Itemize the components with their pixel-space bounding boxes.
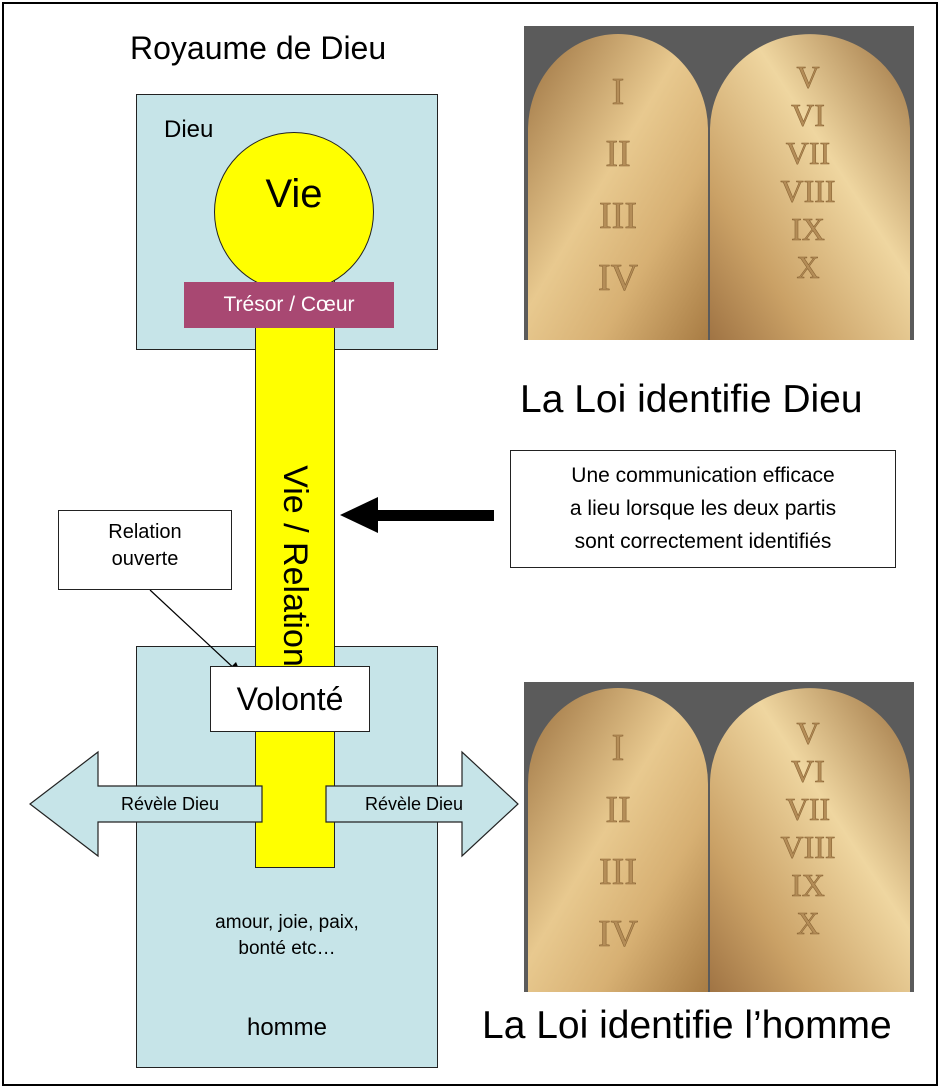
kingdom-title: Royaume de Dieu (130, 30, 387, 66)
tablet-numeral: IX (791, 211, 825, 247)
tablet-numeral: I (612, 727, 625, 769)
fruits-text: amour, joie, paix, bonté etc… (166, 910, 408, 962)
tablet-top-right (710, 34, 910, 340)
fruits-line: bonté etc… (238, 938, 336, 959)
communication-arrow-head (340, 497, 378, 533)
tablet-bottom-left (528, 688, 708, 992)
tablet-numeral: II (605, 789, 630, 831)
tablet-numeral: V (796, 59, 819, 95)
communication-note: Une communication efficace a lieu lorsqu… (510, 450, 896, 568)
fruits-line: amour, joie, paix, (215, 912, 359, 933)
tablets-top (524, 26, 914, 340)
tablet-numeral: VII (786, 135, 830, 171)
tablet-numeral: IV (598, 913, 639, 955)
tablet-numeral: II (605, 133, 630, 175)
caption-law-identifies-man: La Loi identifie l’homme (482, 1004, 892, 1047)
tablet-numeral: X (796, 905, 819, 941)
reveal-left-arrow (29, 750, 263, 858)
tablet-numeral: I (612, 71, 625, 113)
tablet-numeral: III (599, 851, 637, 893)
treasure-heart-bar: Trésor / Cœur (184, 282, 394, 328)
tablet-numeral: III (599, 195, 637, 237)
tablet-numeral: VI (791, 97, 825, 133)
communication-note-line: Une communication efficace (571, 464, 835, 487)
tablet-bottom-right (710, 688, 910, 992)
tablet-numeral: IV (598, 257, 639, 299)
tablet-numeral: VIII (780, 173, 835, 209)
tablet-top-left (528, 34, 708, 340)
reveal-right-arrow (325, 750, 519, 858)
tablet-numeral: VI (791, 753, 825, 789)
life-circle (214, 132, 374, 292)
god-label: Dieu (164, 116, 214, 143)
relation-note: Relation ouverte (58, 510, 232, 590)
communication-note-line: sont correctement identifiés (574, 530, 832, 553)
communication-arrow-shaft (372, 510, 494, 521)
tablet-numeral: X (796, 249, 819, 285)
tablet-numeral: V (796, 715, 819, 751)
relation-note-line: ouverte (111, 548, 179, 570)
reveal-left-label: Révèle Dieu (120, 794, 220, 814)
tablet-numeral: VII (786, 791, 830, 827)
will-box: Volonté (210, 666, 370, 732)
reveal-right-label: Révèle Dieu (364, 794, 464, 814)
communication-note-line: a lieu lorsque les deux partis (569, 497, 837, 520)
tablet-numeral: VIII (780, 829, 835, 865)
tablet-numeral: IX (791, 867, 825, 903)
tablets-bottom (524, 682, 914, 992)
relation-note-line: Relation (108, 521, 182, 543)
life-label: Vie (265, 172, 323, 216)
man-label: homme (246, 1014, 328, 1041)
relation-pointer-line (149, 589, 239, 673)
caption-law-identifies-god: La Loi identifie Dieu (520, 378, 863, 421)
tablet-numerals: IIIIIIIVVVIVIIVIIIIXXIIIIIIIVVVIVIIVIIII… (598, 59, 836, 956)
